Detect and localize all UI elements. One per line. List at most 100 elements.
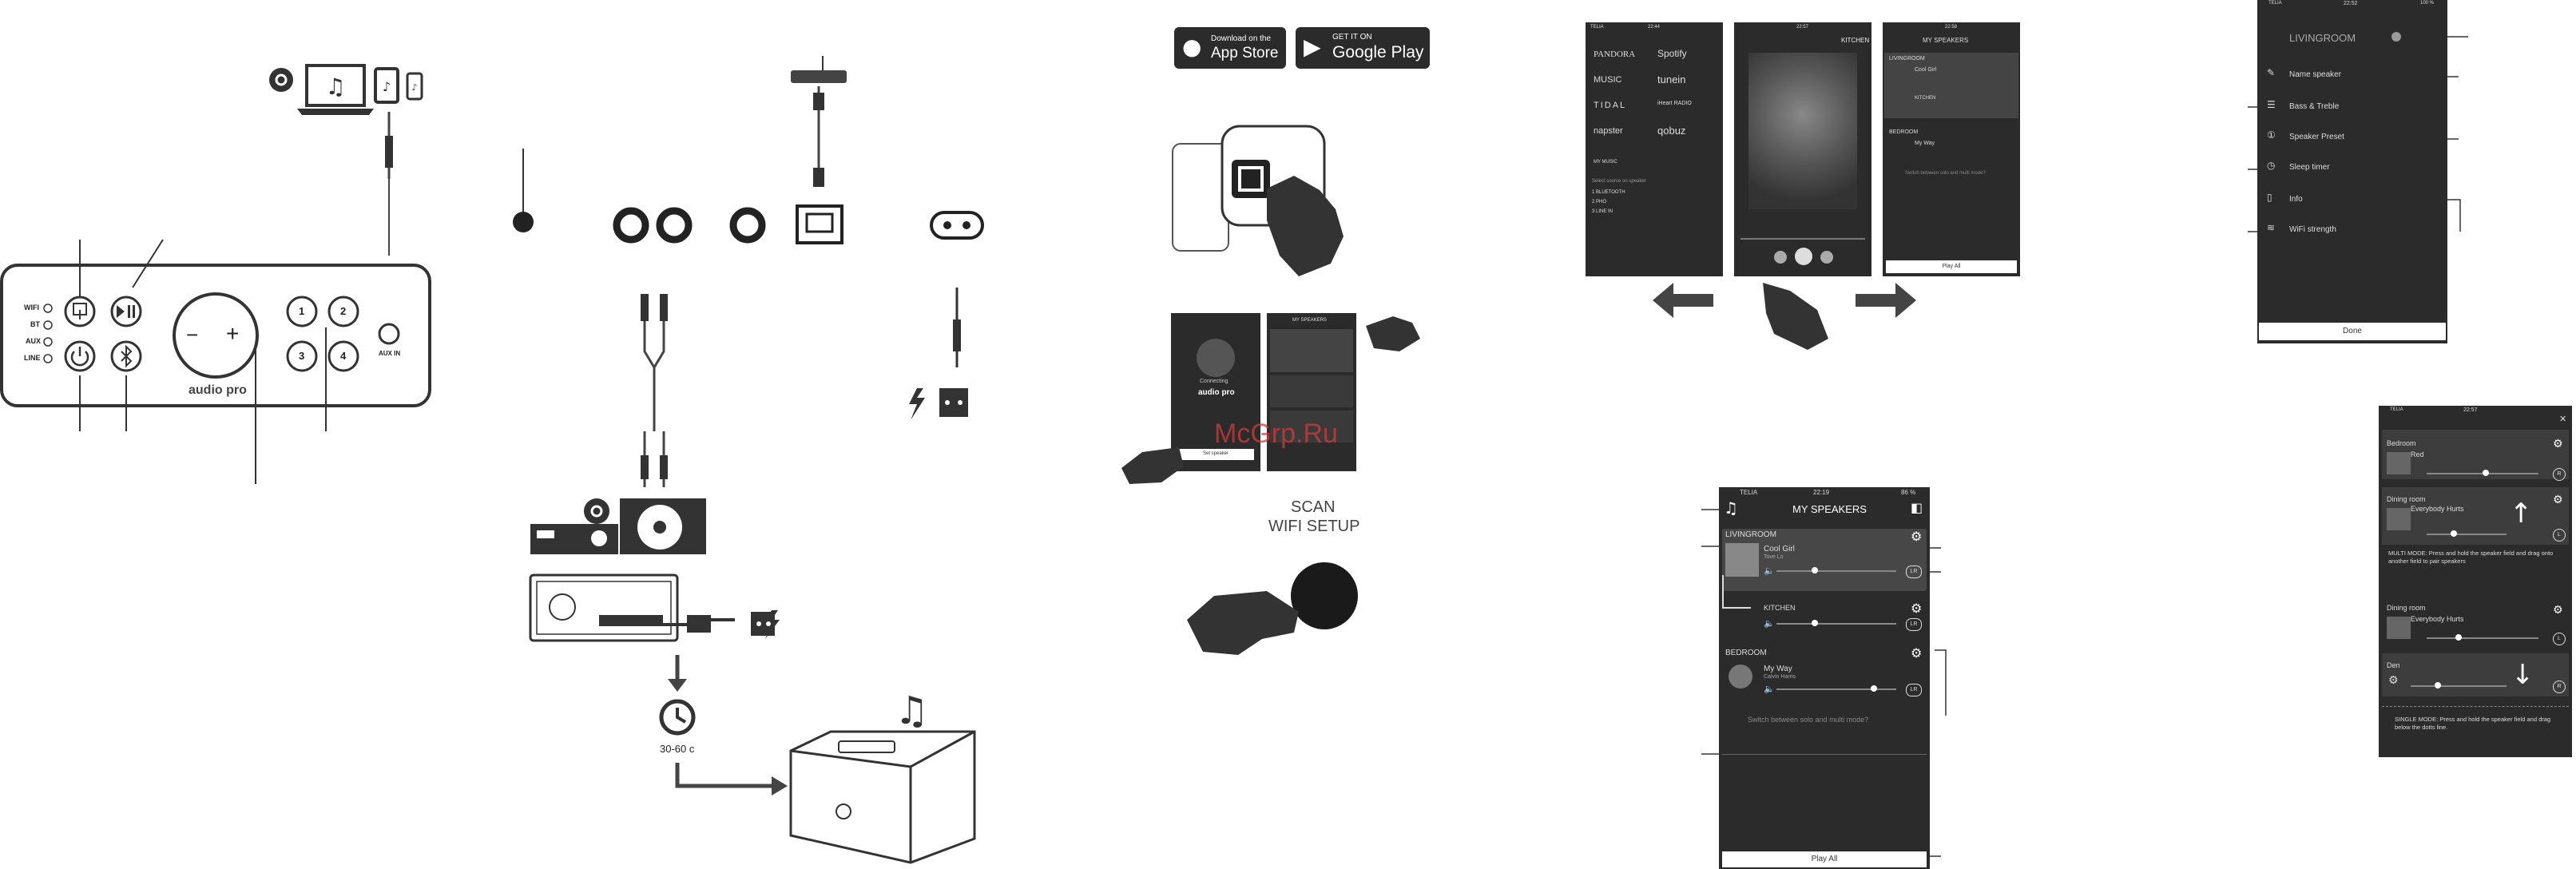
channel-badge[interactable]: R: [2553, 468, 2566, 481]
menu-sleep-timer[interactable]: Sleep timer: [2289, 163, 2330, 172]
service-my-music[interactable]: MY MUSIC: [1594, 160, 1617, 165]
status-time: 22:52: [2344, 1, 2358, 6]
channel-badge[interactable]: R: [2553, 681, 2566, 693]
service-pandora[interactable]: PANDORA: [1594, 50, 1636, 59]
volume-knob[interactable]: [2435, 682, 2441, 688]
channel-lr[interactable]: LR: [1906, 565, 1922, 578]
music-icon[interactable]: ♫: [1724, 498, 1738, 518]
play-all-button[interactable]: Play All: [1722, 851, 1927, 867]
service-tidal[interactable]: TIDAL: [1594, 101, 1627, 110]
prev-button[interactable]: [1774, 251, 1787, 264]
volume-slider[interactable]: [1776, 570, 1896, 572]
gear-icon[interactable]: ⚙: [1911, 645, 1923, 661]
preset-3: 3: [299, 350, 305, 362]
settings-diagram: TELIA 22:52 100 % LIVINGROOM ✎ Name spea…: [2237, 0, 2476, 351]
arrow-left-icon: [1653, 283, 1713, 318]
speakers-leaders-svg: [1701, 509, 1947, 857]
service-qobuz[interactable]: qobuz: [1657, 125, 1686, 137]
volume-icon: 🔈: [1764, 618, 1775, 629]
service-tunein[interactable]: tunein: [1657, 73, 1686, 85]
gear-icon[interactable]: ⚙: [1911, 601, 1923, 616]
app-store-big-text: App Store: [1211, 45, 1279, 62]
preset-1: 1: [299, 305, 305, 317]
arrow-up-icon: ↑: [2510, 498, 2533, 530]
service-music[interactable]: MUSIC: [1594, 75, 1622, 85]
setup-list-title: MY SPEAKERS: [1292, 318, 1327, 323]
album-thumb: [2387, 452, 2411, 474]
volume-knob[interactable]: [2455, 634, 2462, 641]
volume-knob[interactable]: [2483, 470, 2489, 476]
livingroom-group[interactable]: [1884, 53, 2018, 118]
service-iheart[interactable]: iHeart RADIO: [1657, 101, 1692, 106]
channel-badge[interactable]: L: [2553, 529, 2566, 542]
album-thumb: [2387, 617, 2411, 639]
album-thumb: [2387, 508, 2411, 530]
card-room: Den: [2387, 661, 2400, 669]
service-spotify[interactable]: Spotify: [1657, 48, 1687, 59]
source-bluetooth[interactable]: 1 BLUETOOTH: [1592, 190, 1625, 195]
speaker-card[interactable]: [2382, 430, 2569, 479]
volume-slider[interactable]: [2427, 534, 2507, 535]
speaker-back-icon: [529, 573, 679, 642]
menu-speaker-preset[interactable]: Speaker Preset: [2289, 133, 2344, 141]
close-icon[interactable]: ✕: [2559, 414, 2567, 424]
mode-divider: [1722, 754, 1927, 755]
google-play-badge[interactable]: ▶ GET IT ON Google Play: [1296, 27, 1430, 69]
album-thumb: [1725, 543, 1759, 577]
volume-knob[interactable]: [1812, 567, 1818, 573]
volume-icon: 🔈: [1764, 565, 1775, 576]
track-my-way: My Way: [1764, 665, 1792, 673]
app-store-badge[interactable]: ● Download on the App Store: [1174, 27, 1286, 69]
single-mode-text: SINGLE MODE: Press and hold the speaker …: [2395, 716, 2551, 731]
menu-name-speaker[interactable]: Name speaker: [2289, 70, 2342, 79]
next-button[interactable]: [1820, 251, 1833, 264]
set-speaker-button[interactable]: Set speaker: [1203, 451, 1229, 456]
volume-slider[interactable]: [2427, 637, 2538, 639]
gear-icon[interactable]: ⚙: [1911, 529, 1923, 544]
card-room: Bedroom: [2387, 439, 2416, 447]
google-play-small-text: GET IT ON: [1332, 33, 1372, 42]
channel-lr[interactable]: LR: [1906, 618, 1922, 631]
channel-lr[interactable]: LR: [1906, 684, 1922, 696]
room-title: LIVINGROOM: [2289, 32, 2356, 44]
service-napster[interactable]: napster: [1594, 126, 1623, 136]
source-line-in[interactable]: 3 LINE IN: [1592, 209, 1613, 214]
play-button[interactable]: [1795, 248, 1812, 265]
play-all-button[interactable]: Play All: [1886, 260, 2017, 273]
progress-bar[interactable]: [1740, 238, 1865, 240]
speakers-small-screen: 22:58 MY SPEAKERS LIVINGROOM Cool Girl K…: [1883, 22, 2020, 276]
channel-badge[interactable]: L: [2553, 633, 2566, 645]
volume-slider[interactable]: [2411, 685, 2507, 687]
connection-svg: ♫: [513, 56, 984, 864]
card-track: Red: [2411, 450, 2424, 458]
gear-icon[interactable]: ⚙: [2553, 438, 2563, 450]
app-icon: [1232, 160, 1270, 198]
group-livingroom: LIVINGROOM: [1889, 56, 1925, 62]
aux-in-label: AUX IN: [379, 350, 401, 357]
track-cool-girl: Cool Girl: [1915, 67, 1937, 73]
connection-diagram: ♫ 30-60 c: [495, 0, 1006, 869]
control-panel-svg: ♫ ♪ ♪: [0, 64, 431, 484]
track-cool-girl: Cool Girl: [1764, 545, 1795, 554]
speaker-card[interactable]: [2382, 653, 2569, 696]
output-icon[interactable]: ◧: [1911, 500, 1923, 515]
volume-slider[interactable]: [1776, 623, 1896, 625]
source-pho[interactable]: 2 PHO: [1592, 200, 1607, 204]
album-thumb: [1729, 665, 1752, 688]
watermark: McGrp.Ru: [1214, 419, 1338, 449]
speaker-card[interactable]: [2382, 487, 2569, 545]
done-button[interactable]: Done: [2259, 323, 2446, 340]
hand-press-icon: [1187, 591, 1299, 655]
gear-icon[interactable]: ⚙: [2553, 494, 2563, 506]
menu-wifi-strength[interactable]: WiFi strength: [2289, 225, 2336, 234]
menu-bass-treble[interactable]: Bass & Treble: [2289, 102, 2340, 111]
menu-info[interactable]: Info: [2289, 195, 2303, 204]
power-socket: [930, 211, 984, 240]
mode-hint[interactable]: Switch between solo and multi mode?: [1748, 716, 1869, 724]
speakers-title: MY SPEAKERS: [1792, 503, 1867, 515]
volume-knob[interactable]: [1812, 620, 1818, 626]
volume-knob[interactable]: [1871, 685, 1877, 692]
volume-slider[interactable]: [1776, 688, 1896, 690]
volume-knob[interactable]: [2451, 530, 2457, 537]
gear-icon[interactable]: ⚙: [2553, 604, 2563, 617]
